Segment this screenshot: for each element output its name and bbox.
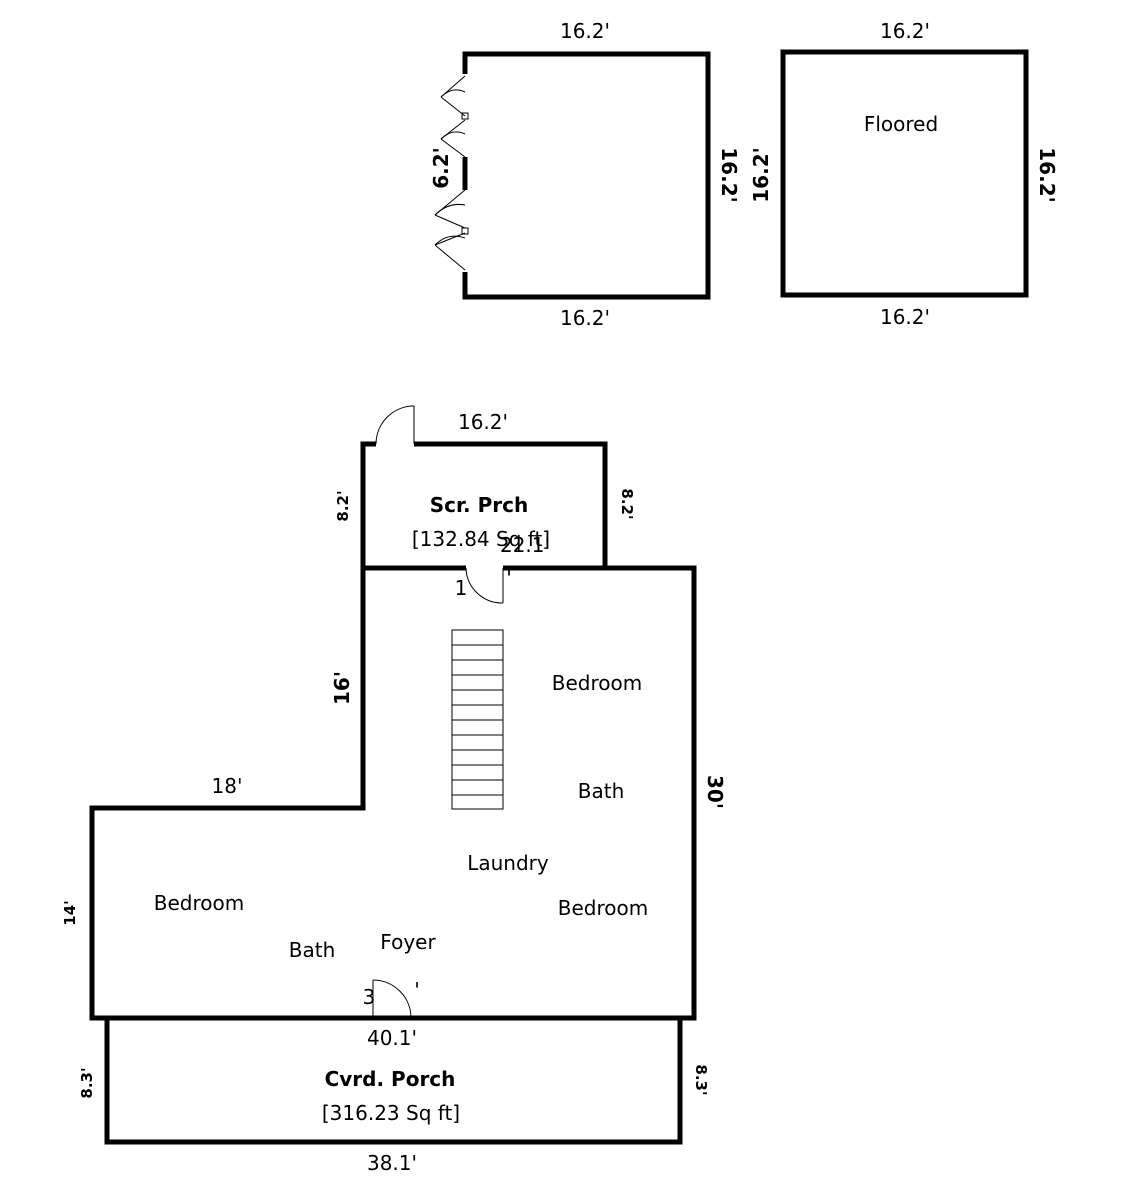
- stairs: [451, 629, 504, 810]
- room-label-bedroom-upper: Bedroom: [552, 671, 642, 695]
- garage-walls: [462, 51, 711, 300]
- garage-bifold-door-upper: [440, 75, 469, 158]
- house-rear-door: [465, 567, 504, 604]
- room-label-bath-left: Bath: [289, 938, 336, 962]
- shed-top-dimension: 16.2': [880, 19, 930, 43]
- screen-porch-right-dimension: 8.2': [618, 488, 636, 519]
- screen-porch: 16.2' 8.2' 8.2' Scr. Prch [132.84 Sq ft]: [334, 405, 636, 568]
- shed-label: Floored: [864, 112, 938, 136]
- house-right-dimension: 30': [703, 775, 727, 809]
- house-rear-door-fragment: 1: [455, 576, 468, 600]
- covered-porch-left-dimension: 8.3': [78, 1067, 96, 1098]
- house-upper-left-dimension: 16': [330, 671, 354, 705]
- house-front-door-fragment-right: ': [414, 978, 420, 1002]
- screen-porch-area: [132.84 Sq ft]: [412, 527, 550, 551]
- covered-porch-area: [316.23 Sq ft]: [322, 1101, 460, 1125]
- house-rear-door-fragment-right: ': [506, 566, 512, 590]
- garage-right-dimension: 16.2': [717, 147, 741, 202]
- covered-porch-name: Cvrd. Porch: [325, 1067, 456, 1091]
- house-walls: [89, 565, 697, 1021]
- shed-walls: [780, 49, 1029, 298]
- garage-top-dimension: 16.2': [560, 19, 610, 43]
- room-label-bedroom-left: Bedroom: [154, 891, 244, 915]
- house-inner-top-dimension: 22.1': [500, 533, 550, 557]
- covered-porch-right-dimension: 8.3': [692, 1064, 710, 1095]
- room-label-bath-upper: Bath: [578, 779, 625, 803]
- garage-door-dimension: 6.2': [429, 147, 453, 189]
- covered-porch-bottom-dimension: 38.1': [367, 1151, 417, 1175]
- garage-bottom-dimension: 16.2': [560, 306, 610, 330]
- house-lower-left-dimension: 14': [61, 900, 79, 925]
- covered-porch-walls: [104, 1018, 683, 1145]
- room-label-bedroom-right: Bedroom: [558, 896, 648, 920]
- shed-right-dimension: 16.2': [1035, 147, 1059, 202]
- garage-bifold-door-lower: [434, 189, 469, 271]
- garage: 16.2' 16.2' 16.2' 6.2': [429, 19, 741, 330]
- shed-left-dimension: 16.2': [749, 147, 773, 202]
- house-bottom-dimension: 40.1': [367, 1026, 417, 1050]
- shed: Floored 16.2' 16.2' 16.2' 16.2': [749, 19, 1059, 329]
- screen-porch-left-dimension: 8.2': [334, 490, 352, 521]
- room-label-foyer: Foyer: [380, 930, 436, 954]
- covered-porch: Cvrd. Porch [316.23 Sq ft] 8.3' 8.3' 38.…: [78, 1018, 710, 1175]
- house-front-door: [372, 979, 412, 1019]
- screen-porch-walls: [360, 441, 608, 568]
- room-label-laundry: Laundry: [467, 851, 549, 875]
- screen-porch-door: [375, 405, 415, 445]
- screen-porch-top-dimension: 16.2': [458, 410, 508, 434]
- screen-porch-name: Scr. Prch: [430, 493, 528, 517]
- house-step-top-dimension: 18': [212, 774, 243, 798]
- house-front-door-fragment: 3: [363, 985, 376, 1009]
- shed-bottom-dimension: 16.2': [880, 305, 930, 329]
- house: 22.1' 1 ' 16' 30' 18' 14' 40.1' 3: [61, 533, 727, 1050]
